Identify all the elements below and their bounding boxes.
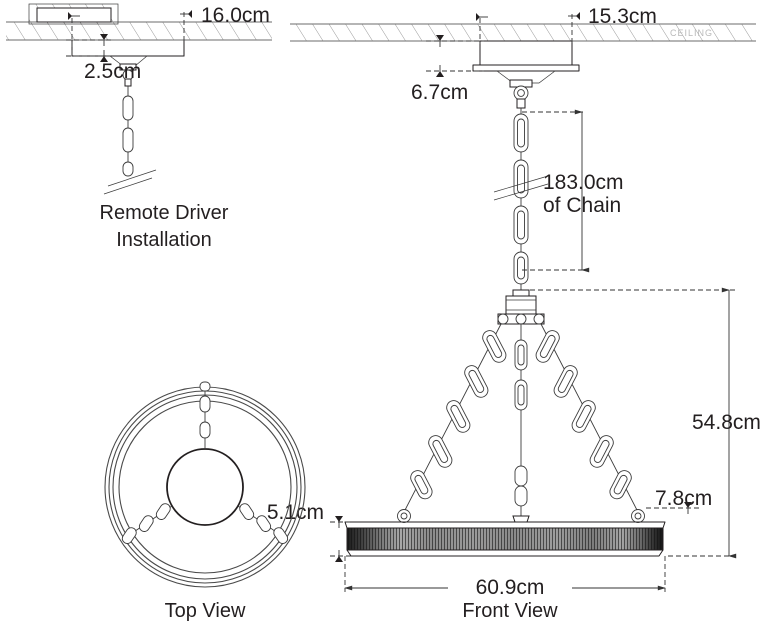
remote-driver-box: [28, 3, 119, 25]
dim-overall-height: [530, 287, 737, 559]
remote-driver-detail: 16.0cm 2.5cm Remote Driver Installation: [6, 3, 272, 251]
dim-ring-side-offset: [646, 502, 700, 514]
top-view-label: Top View: [165, 600, 246, 622]
dim-chain-length-label-line2: of Chain: [543, 194, 621, 217]
front-view-label: Front View: [462, 600, 558, 622]
top-view-center-ring: [166, 448, 244, 526]
remote-driver-canopy: [71, 39, 185, 87]
dim-ring-top-offset: [330, 516, 352, 562]
dim-ring-side-offset-label: 7.8cm: [655, 487, 712, 510]
remote-driver-break-line: [103, 169, 157, 195]
top-view: Top View: [104, 381, 306, 622]
remote-driver-chain: [122, 86, 134, 177]
top-view-chain-lower-right: [237, 503, 289, 544]
dim-overall-height-label: 54.8cm: [692, 411, 761, 434]
front-view-hub: [497, 289, 545, 325]
top-view-chain-top: [199, 381, 211, 449]
front-view-canopy: [472, 40, 580, 109]
dim-remote-canopy-width-label: 16.0cm: [201, 4, 270, 27]
dim-front-canopy-drop: [426, 35, 484, 77]
dim-front-canopy-drop-label: 6.7cm: [411, 81, 468, 104]
front-view-support-chain-left: [397, 323, 507, 523]
front-view-main-chain: [493, 108, 549, 290]
dim-front-canopy-width: [476, 12, 580, 44]
dim-chain-length-label-line1: 183.0cm: [543, 171, 624, 194]
dim-ring-diameter-label: 60.9cm: [476, 576, 545, 599]
dim-chain-length: [522, 109, 590, 273]
dim-ring-top-offset-label: 5.1cm: [267, 501, 324, 524]
front-view-support-chain-center: [512, 324, 530, 523]
fixture-ring: [344, 521, 666, 557]
dim-remote-canopy-width: [68, 10, 192, 56]
dim-remote-canopy-height: [66, 34, 114, 62]
dim-remote-canopy-height-label: 2.5cm: [84, 60, 141, 83]
dim-front-canopy-width-label: 15.3cm: [588, 5, 657, 28]
front-view-support-chain-right: [535, 323, 645, 523]
front-view-ceiling-slab: CEILING: [290, 23, 756, 42]
remote-driver-caption-line2: Installation: [116, 229, 212, 251]
dim-ring-diameter: [344, 556, 666, 598]
top-view-chain-lower-left: [121, 503, 173, 544]
remote-driver-caption-line1: Remote Driver: [100, 202, 229, 224]
front-view: CEILING: [267, 5, 761, 622]
ceiling-label: CEILING: [670, 28, 713, 38]
